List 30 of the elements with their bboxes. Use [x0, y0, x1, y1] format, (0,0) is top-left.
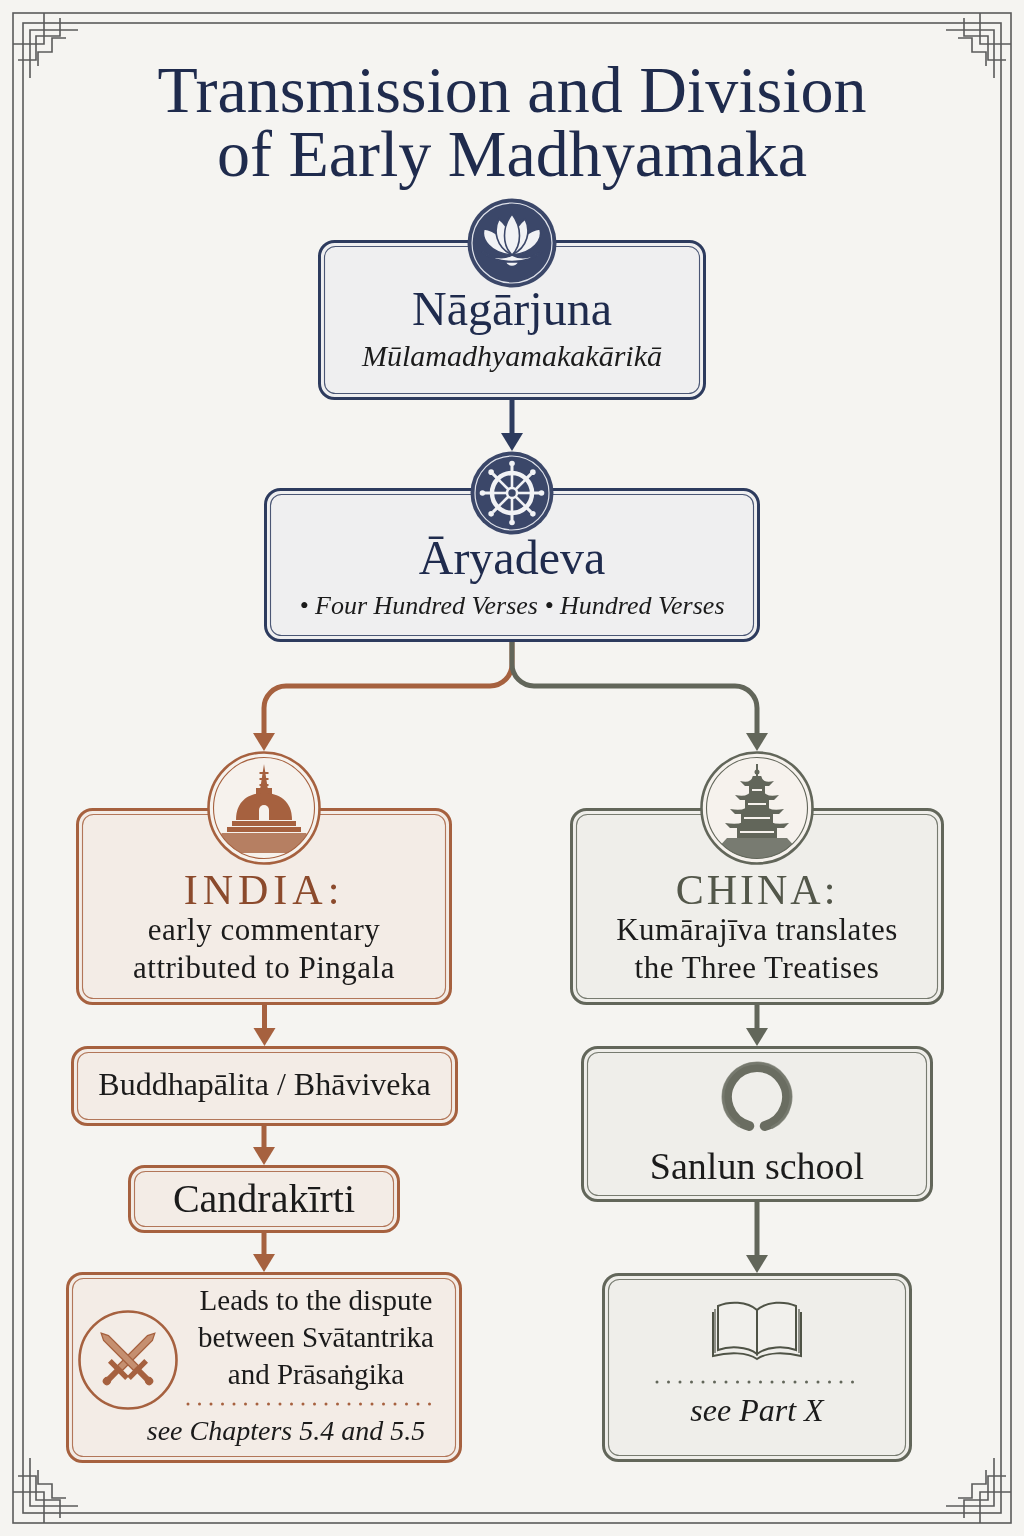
work-list: • Four Hundred Verses • Hundred Verses	[276, 591, 748, 620]
reference-note: see Chapters 5.4 and 5.5	[145, 1415, 427, 1446]
node-text: Sanlun school	[648, 1145, 866, 1187]
person-name: Āryadeva	[417, 531, 607, 585]
work-title: Mūlamadhyamakakārikā	[360, 339, 663, 373]
arrow	[253, 1233, 275, 1272]
node-box	[71, 1046, 458, 1126]
node-box	[128, 1165, 400, 1233]
node-text: Kumārajīva translates the Three Treatises	[615, 911, 899, 987]
node-box	[570, 751, 944, 1005]
arrow	[253, 1126, 275, 1165]
region-heading: INDIA:	[182, 867, 346, 914]
node-box	[318, 198, 706, 400]
arrow	[509, 642, 768, 751]
region-heading: CHINA:	[674, 867, 840, 914]
node-box	[76, 751, 452, 1005]
node-text: Buddhapālita / Bhāviveka	[97, 1066, 432, 1102]
arrow	[746, 1202, 768, 1273]
node-text: early commentary attributed to Pingala	[132, 911, 396, 987]
node-box	[602, 1273, 912, 1462]
node-box	[264, 451, 760, 642]
person-name: Nāgārjuna	[411, 282, 613, 336]
node-box	[581, 1046, 933, 1202]
arrow	[746, 1005, 768, 1046]
arrow	[501, 400, 523, 451]
node-text: Leads to the dispute between Svātantrika and Prāsaṅgika	[197, 1283, 435, 1392]
arrow	[253, 1005, 276, 1046]
node-text: Candrakīrti	[171, 1176, 357, 1221]
reference-note: see Part X	[689, 1392, 826, 1428]
node-box	[66, 1272, 462, 1463]
